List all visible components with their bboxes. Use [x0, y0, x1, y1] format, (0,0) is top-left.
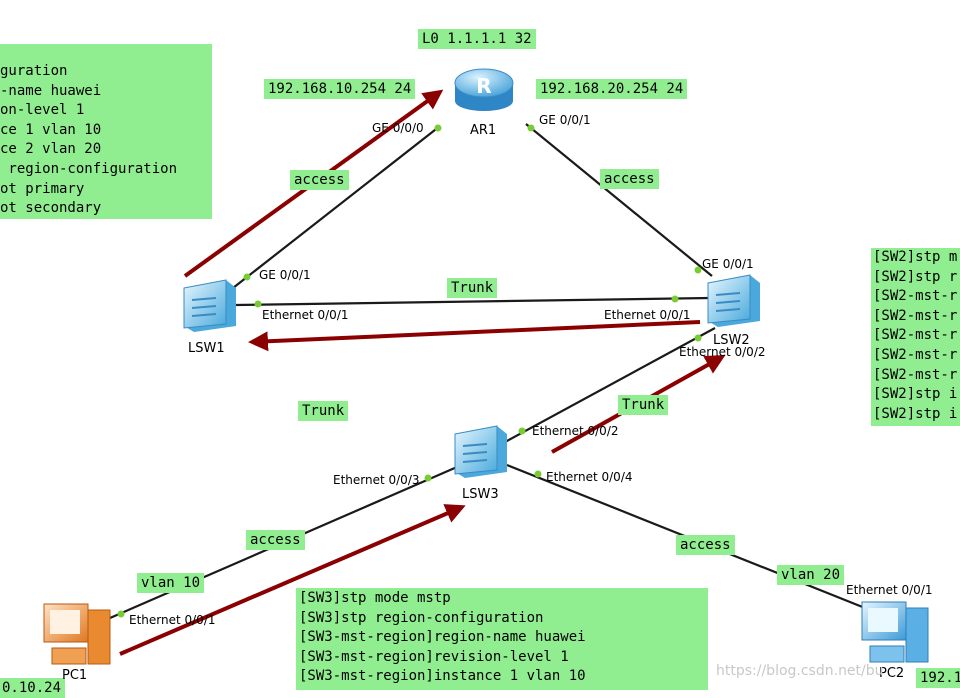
svg-text:R: R [476, 74, 491, 98]
pc2-ip-label: 192.1 [916, 668, 960, 688]
port-dot [243, 273, 251, 281]
config-box-sw3: [SW3]stp mode mstp [SW3]stp region-confi… [296, 588, 708, 690]
config-line: ce 1 vlan 10 [0, 121, 102, 138]
port-dot [117, 610, 125, 618]
port-label-lsw2-eth002: Ethernet 0/0/2 [679, 345, 766, 359]
vlan20-label: vlan 20 [777, 565, 845, 585]
device-name-pc1: PC1 [62, 668, 88, 683]
link-label-ar1-lsw2: access [600, 169, 659, 189]
port-label-ar1-ge001: GE 0/0/1 [539, 113, 591, 127]
port-dot [254, 300, 262, 308]
config-line: [SW3-mst-region]instance 1 vlan 10 [299, 668, 586, 685]
arrow-lsw2-to-lsw1 [248, 320, 701, 352]
router-ar1-icon[interactable]: R [454, 68, 514, 111]
link-ar1-lsw2 [525, 123, 713, 277]
watermark: https://blog.csdn.net/bu [716, 663, 884, 679]
port-label-lsw1-ge001: GE 0/0/1 [259, 268, 311, 282]
switch-lsw3-icon[interactable] [454, 425, 507, 478]
port-label-lsw3-eth004: Ethernet 0/0/4 [546, 470, 633, 484]
config-line: [SW2-mst-r [873, 366, 958, 383]
device-name-ar1: AR1 [470, 123, 497, 138]
pc1-icon[interactable] [43, 603, 111, 665]
device-name-lsw1: LSW1 [188, 341, 225, 356]
port-dot [671, 295, 679, 303]
device-name-lsw2: LSW2 [713, 333, 750, 348]
config-line: ot secondary [0, 200, 102, 217]
config-line: -name huawei [0, 82, 102, 99]
port-dot [694, 266, 702, 274]
switch-lsw2-icon[interactable] [707, 274, 760, 327]
port-dot [424, 474, 432, 482]
link-label-lsw2-lsw3: Trunk [618, 395, 669, 415]
port-dot [534, 470, 542, 478]
config-line: [SW2]stp r [873, 268, 958, 285]
arrow-pc1-to-lsw3 [119, 504, 466, 656]
port-label-ar1-ge000: GE 0/0/0 [372, 121, 424, 135]
links [109, 123, 871, 620]
port-dot [434, 124, 442, 132]
port-label-lsw3-eth002: Ethernet 0/0/2 [532, 424, 619, 438]
port-label-lsw1-eth001: Ethernet 0/0/1 [262, 308, 349, 322]
config-line: [SW2]stp i [873, 386, 958, 403]
link-label-lsw1-lsw2: Trunk [447, 278, 498, 298]
config-line: [SW3]stp mode mstp [299, 590, 451, 606]
config-box-sw2: [SW2]stp m [SW2]stp r [SW2-mst-r [SW2-ms… [871, 248, 960, 426]
device-name-lsw3: LSW3 [462, 487, 499, 502]
config-line: [SW2]stp i [873, 405, 958, 422]
vlan10-label: vlan 10 [137, 573, 205, 593]
config-line: region-configuration [0, 160, 178, 177]
config-line: [SW3-mst-region]revision-level 1 [299, 648, 569, 665]
device-name-pc2: PC2 [879, 666, 905, 681]
trunk-label-left: Trunk [298, 401, 349, 421]
port-dot [694, 334, 702, 342]
config-line: guration [0, 63, 68, 79]
ar1-loopback-label: L0 1.1.1.1 32 [418, 29, 536, 49]
port-dot [527, 124, 535, 132]
config-line: [SW2-mst-r [873, 288, 958, 305]
switch-lsw1-icon[interactable] [183, 279, 236, 332]
port-label-lsw3-eth003: Ethernet 0/0/3 [333, 473, 420, 487]
config-line: [SW2-mst-r [873, 307, 958, 324]
config-line: ot primary [0, 180, 85, 197]
link-label-lsw3-pc2: access [676, 535, 735, 555]
pc2-icon[interactable] [861, 601, 929, 663]
pc1-ip-label: 0.10.24 [0, 678, 66, 698]
config-line: ce 2 vlan 20 [0, 141, 102, 158]
ar1-ip-left-label: 192.168.10.254 24 [264, 79, 416, 99]
config-line: [SW2-mst-r [873, 346, 958, 363]
config-line: [SW2]stp m [873, 249, 958, 265]
port-label-lsw2-eth001: Ethernet 0/0/1 [604, 308, 691, 322]
config-line: [SW3]stp region-configuration [299, 609, 544, 626]
link-lsw1-lsw2 [235, 296, 711, 307]
config-line: [SW2-mst-r [873, 327, 958, 344]
port-label-pc2-eth001: Ethernet 0/0/1 [846, 583, 933, 597]
config-line: on-level 1 [0, 102, 85, 119]
config-line: [SW3-mst-region]region-name huawei [299, 629, 586, 646]
port-label-lsw2-ge001: GE 0/0/1 [702, 257, 754, 271]
link-label-ar1-lsw1: access [290, 170, 349, 190]
link-lsw2-lsw3 [504, 327, 716, 443]
link-ar1-lsw1 [232, 125, 441, 289]
port-dot [518, 427, 526, 435]
port-dots [117, 124, 884, 618]
port-label-pc1-eth001: Ethernet 0/0/1 [129, 613, 216, 627]
config-box-sw1: guration -name huawei on-level 1 ce 1 vl… [0, 44, 212, 219]
ar1-ip-right-label: 192.168.20.254 24 [536, 79, 688, 99]
link-label-lsw3-pc1: access [246, 530, 305, 550]
